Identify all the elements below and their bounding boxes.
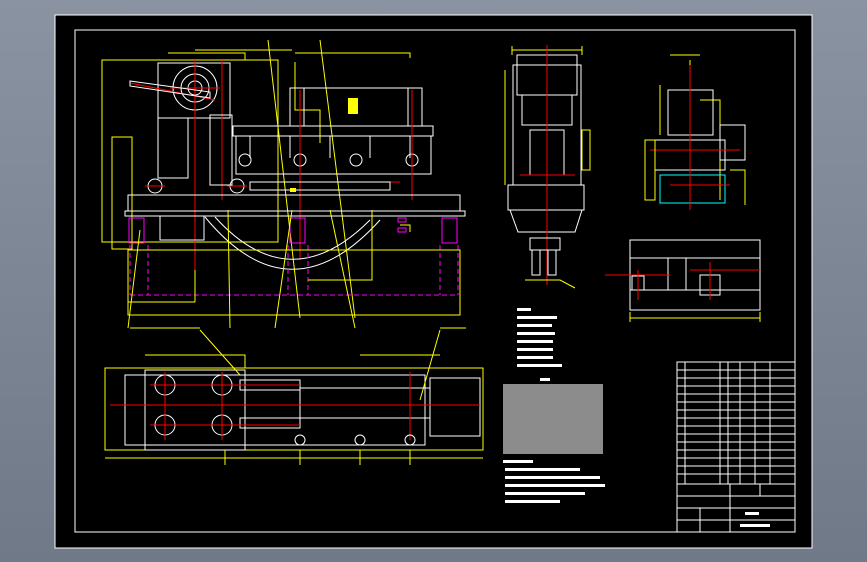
front-view xyxy=(101,39,466,329)
section-view xyxy=(605,239,761,322)
drawing-sheet xyxy=(54,14,813,549)
parts-list xyxy=(676,361,796,485)
technical-notes xyxy=(503,308,605,503)
inner-frame xyxy=(74,29,796,533)
title-block xyxy=(676,483,796,533)
side-view xyxy=(504,45,591,289)
detail-view xyxy=(644,54,746,210)
top-view xyxy=(104,329,484,465)
